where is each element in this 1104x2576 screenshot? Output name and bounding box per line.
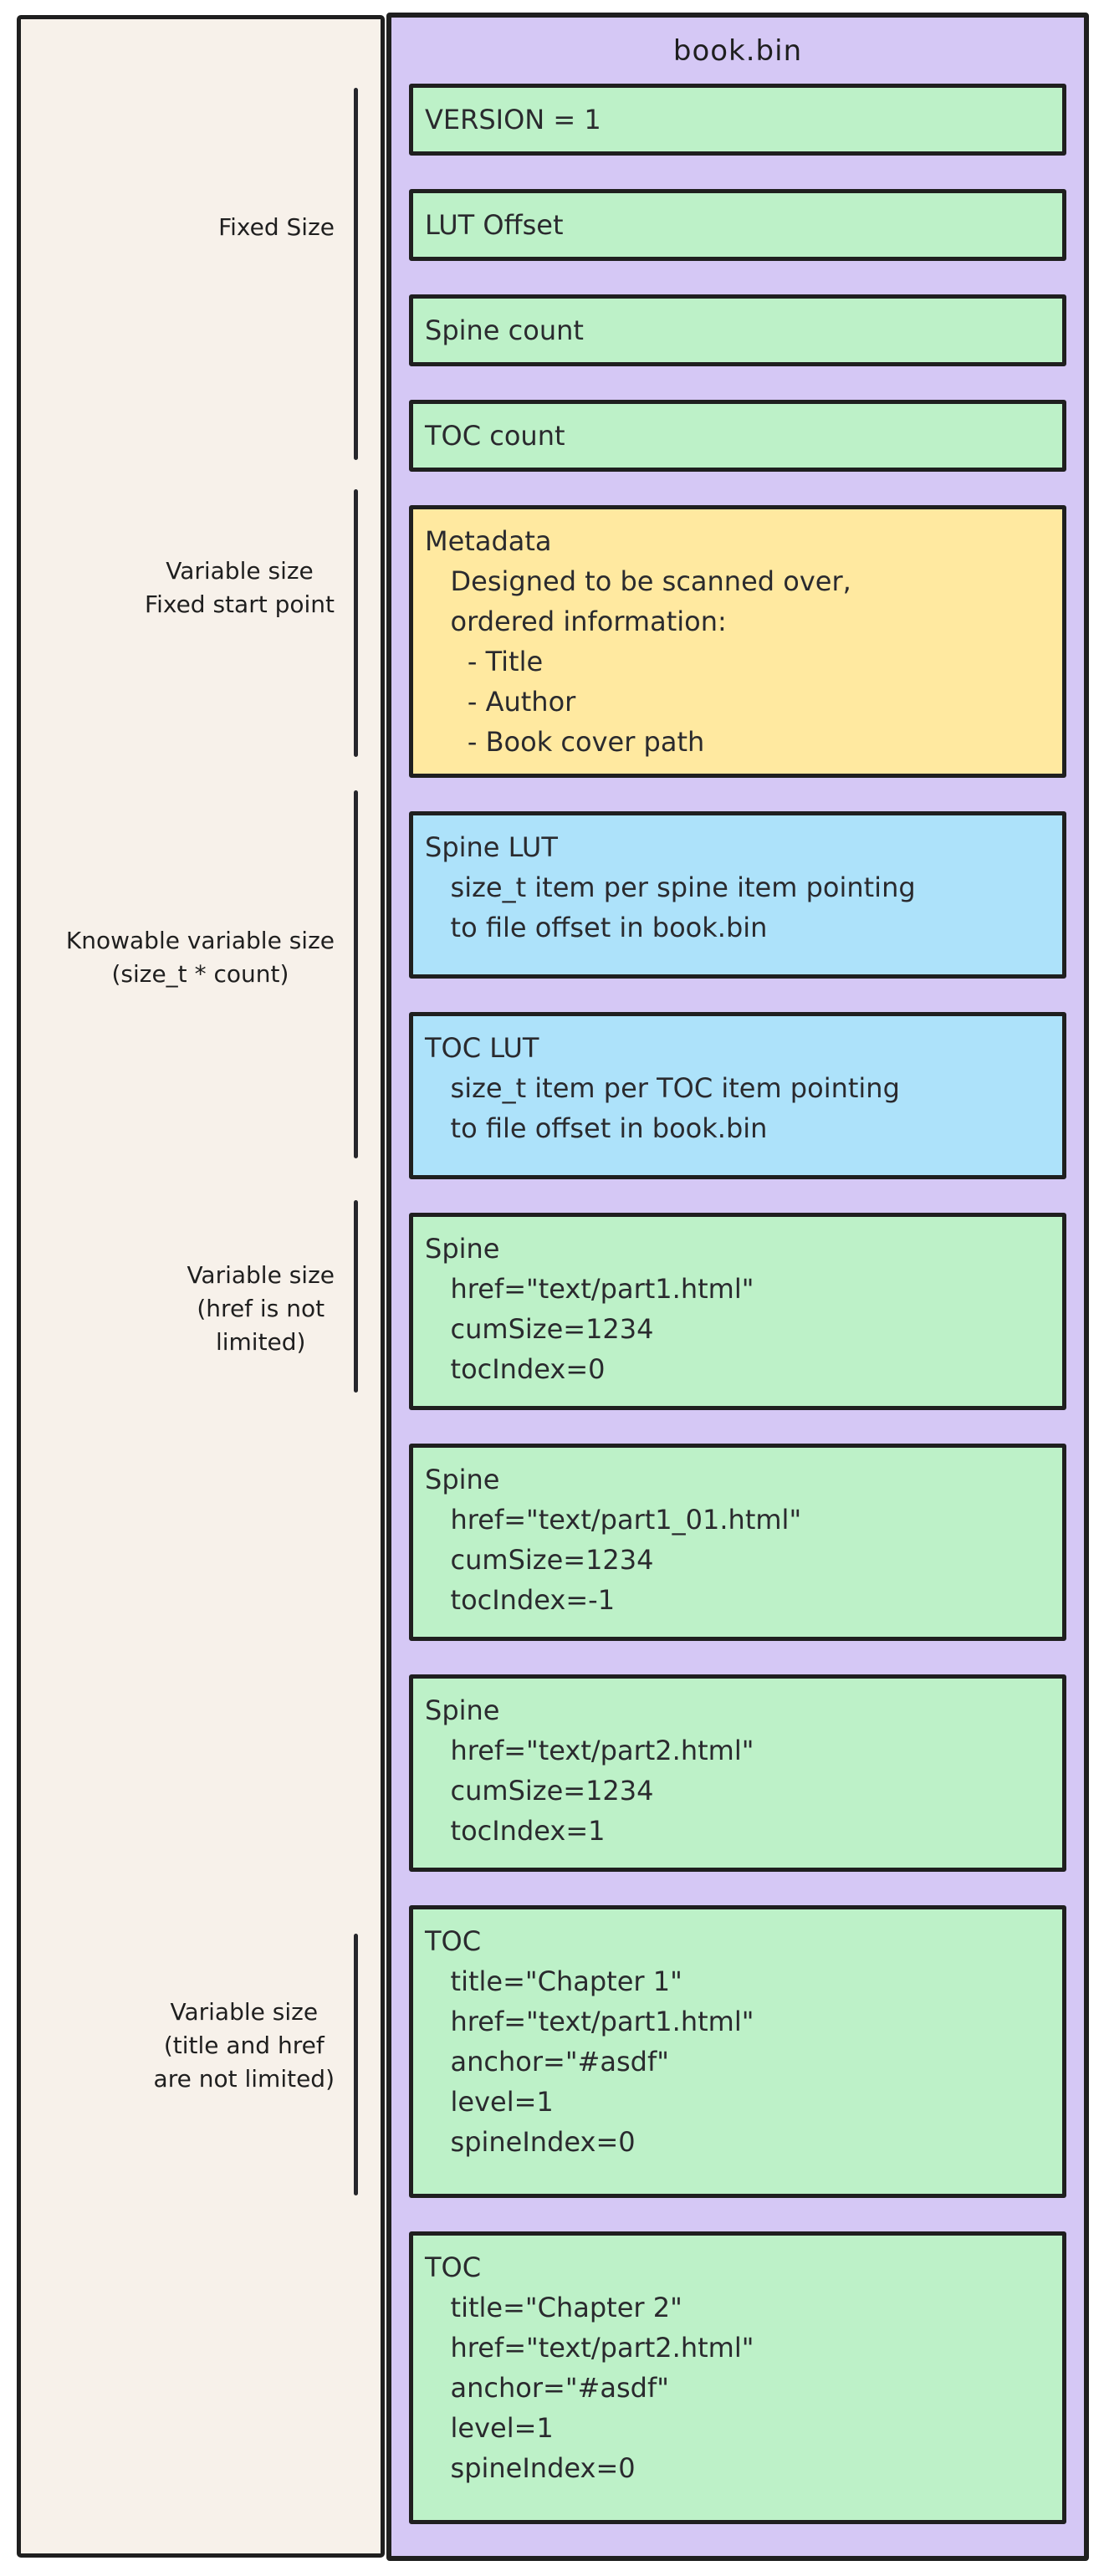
version-field: VERSION = 1	[409, 84, 1066, 156]
label-variable-href: Variable size (href is not limited)	[187, 1261, 335, 1356]
toc-count-field: TOC count	[409, 400, 1066, 472]
bracket-line-4	[354, 1200, 358, 1393]
bracket-line-2	[354, 489, 358, 757]
spine-block-2: Spine href="text/part1_01.html" cumSize=…	[409, 1444, 1066, 1641]
spine-lut-block: Spine LUT size_t item per spine item poi…	[409, 811, 1066, 979]
label-knowable-variable: Knowable variable size (size_t * count)	[65, 927, 335, 988]
toc-block-1: TOC title="Chapter 1" href="text/part1.h…	[409, 1905, 1066, 2198]
spine-block-1: Spine href="text/part1.html" cumSize=123…	[409, 1213, 1066, 1410]
bracket-line-5	[354, 1934, 358, 2195]
label-variable-fixed-start: Variable size Fixed start point	[145, 557, 335, 618]
file-title: book.bin	[672, 34, 803, 68]
bracket-line-3	[354, 790, 358, 1158]
spine-count-field: Spine count	[409, 294, 1066, 366]
spine-block-3: Spine href="text/part2.html" cumSize=123…	[409, 1674, 1066, 1872]
bracket-line-1	[354, 88, 358, 460]
label-variable-title-href: Variable size (title and href are not li…	[153, 1998, 335, 2093]
metadata-block: Metadata Designed to be scanned over, or…	[409, 505, 1066, 778]
toc-block-2: TOC title="Chapter 2" href="text/part2.h…	[409, 2231, 1066, 2524]
label-fixed-size: Fixed Size	[218, 213, 335, 241]
lut-offset-field: LUT Offset	[409, 189, 1066, 261]
toc-lut-block: TOC LUT size_t item per TOC item pointin…	[409, 1012, 1066, 1179]
